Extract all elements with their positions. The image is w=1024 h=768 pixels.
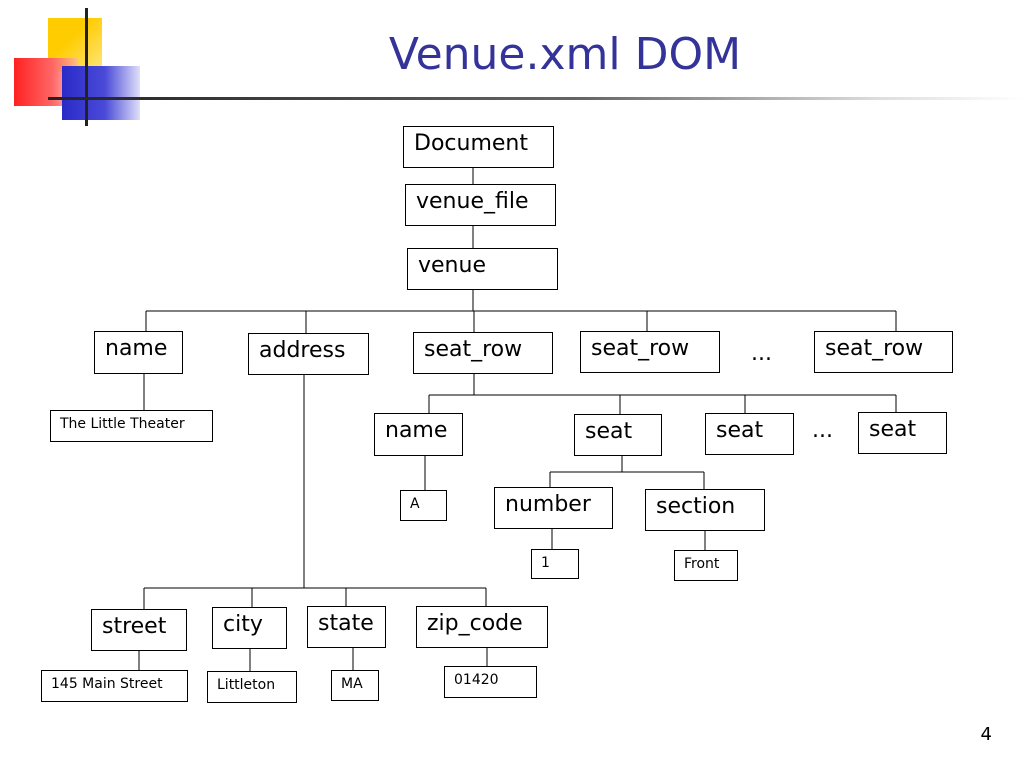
node-seat-3: seat: [858, 412, 947, 454]
node-venue-name: name: [94, 331, 183, 374]
seat-ellipsis: ...: [812, 418, 833, 443]
value-city: Littleton: [207, 671, 297, 703]
seat-row-ellipsis: ...: [751, 341, 772, 366]
node-seat-row-3: seat_row: [814, 331, 953, 373]
node-venue: venue: [407, 248, 558, 290]
title-divider: [48, 97, 1024, 100]
value-section: Front: [674, 550, 738, 581]
node-seat-2: seat: [705, 413, 794, 455]
node-document: Document: [403, 126, 554, 168]
node-seat-row-2: seat_row: [580, 331, 720, 373]
node-city: city: [212, 607, 287, 649]
node-row-name: name: [374, 413, 463, 456]
logo-vertical-bar: [85, 8, 88, 126]
node-state: state: [307, 606, 386, 648]
logo-blue-square: [62, 66, 140, 120]
value-row-name: A: [400, 490, 447, 521]
node-seat-row-1: seat_row: [413, 332, 553, 374]
node-address: address: [248, 333, 369, 375]
slide-title: Venue.xml DOM: [388, 29, 742, 80]
value-street: 145 Main Street: [41, 670, 188, 702]
value-number: 1: [531, 549, 579, 579]
node-street: street: [91, 609, 187, 651]
node-venue-file: venue_file: [405, 184, 556, 226]
node-section: section: [645, 489, 765, 531]
value-state: MA: [331, 670, 379, 701]
value-zip-code: 01420: [444, 666, 537, 698]
node-zip-code: zip_code: [416, 606, 548, 648]
node-seat-1: seat: [574, 414, 662, 456]
page-number: 4: [980, 724, 992, 745]
node-number: number: [494, 487, 613, 529]
value-venue-name: The Little Theater: [50, 410, 213, 442]
